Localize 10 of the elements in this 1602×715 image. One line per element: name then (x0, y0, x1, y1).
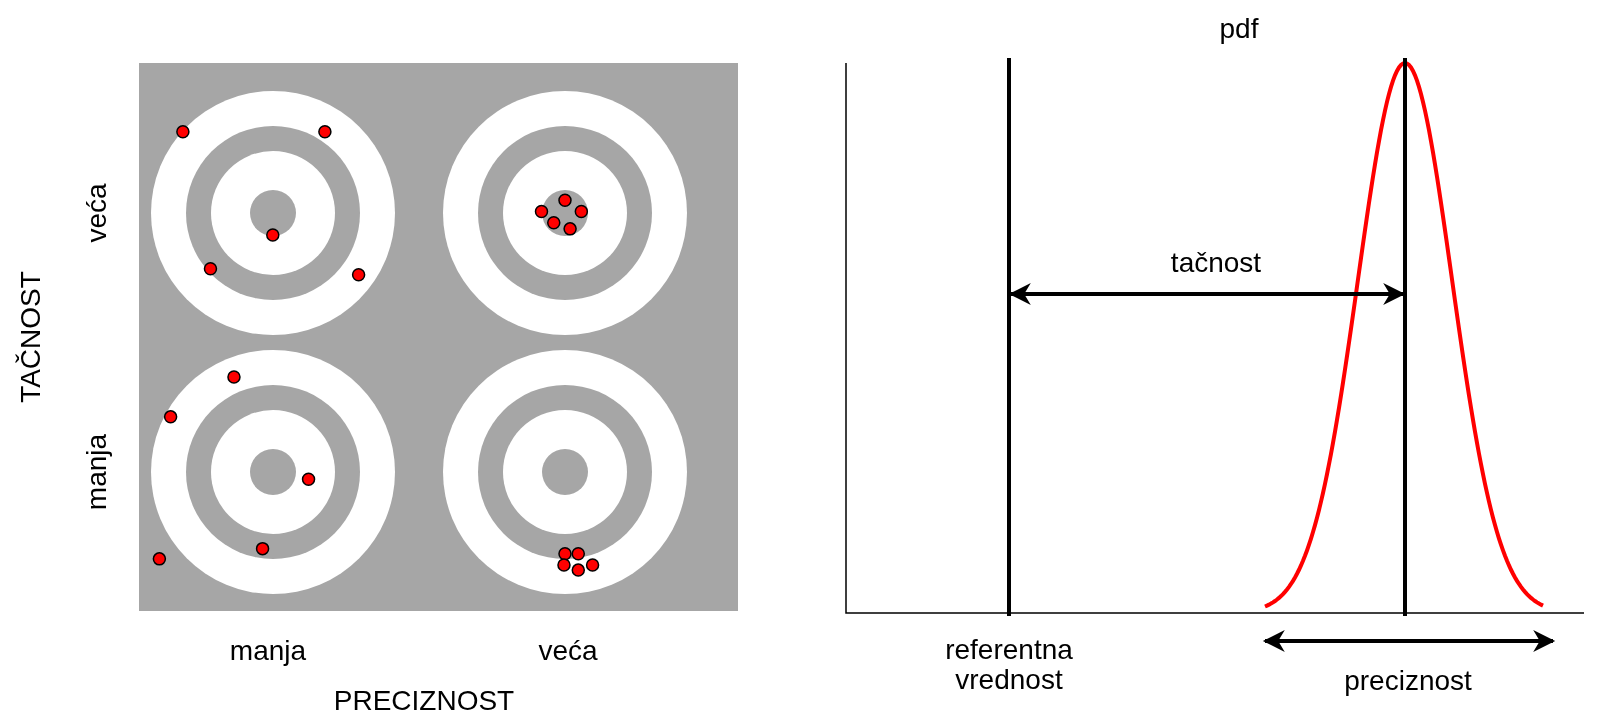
column-label: veća (537, 636, 599, 666)
column-label: manja (228, 636, 308, 666)
axis-title: TAČNOST (16, 270, 46, 405)
dimension-label: tačnost (1169, 248, 1263, 278)
axis-label: pdf (1218, 14, 1260, 44)
axis-label: referentna vrednost (944, 635, 1074, 695)
dimension-label: preciznost (1343, 666, 1473, 696)
row-label: manja (82, 432, 112, 513)
axis-title: PRECIZNOST (332, 686, 516, 715)
row-label: veća (82, 182, 112, 245)
